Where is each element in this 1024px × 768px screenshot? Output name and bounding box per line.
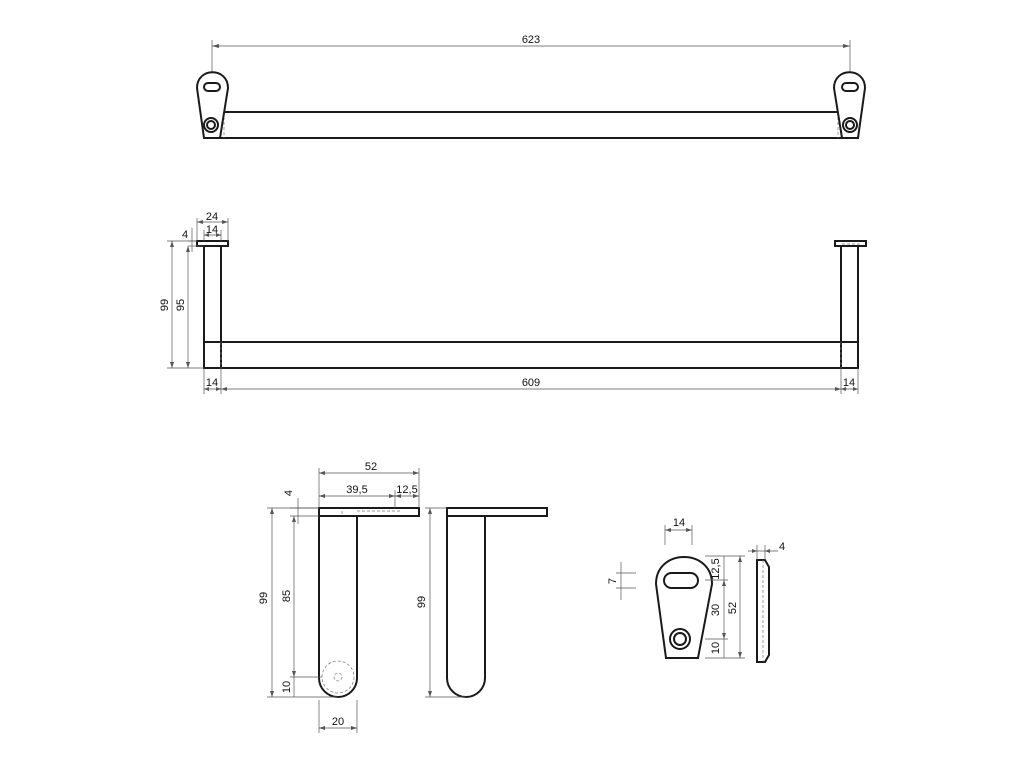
dim-label-99-side: 99 (258, 592, 270, 604)
dimension-plate-vertical-chain: 12,5 30 10 (705, 555, 745, 659)
wall-plate-detail: 14 7 12,5 30 10 52 (607, 517, 785, 663)
dimension-flange-width: 24 (196, 211, 229, 241)
dimension-arm-width: 20 (318, 700, 358, 733)
dimension-plate-width: 14 (664, 517, 693, 545)
dim-label-14-plate: 14 (673, 517, 685, 529)
slot-left (203, 82, 221, 92)
post-right (840, 245, 859, 369)
dim-label-95: 95 (175, 299, 187, 311)
dimension-depth-split: 39,5 12,5 (319, 484, 419, 508)
dim-label-609: 609 (522, 377, 540, 389)
dim-label-623: 623 (522, 34, 540, 46)
dim-label-52: 52 (365, 461, 377, 473)
dimension-overall-height: 99 (159, 240, 204, 369)
bracket-arm-back (446, 516, 486, 698)
slot-right (841, 82, 859, 92)
screw-hole-right (845, 120, 855, 130)
hidden-bore (321, 660, 355, 694)
dim-label-99: 99 (159, 299, 171, 311)
dimension-bottom-height: 10 (281, 677, 295, 697)
bracket-back-view: 99 (416, 507, 548, 698)
dim-label-20: 20 (332, 716, 344, 728)
mounting-slot (663, 572, 699, 589)
dim-label-4-plate: 4 (779, 541, 785, 553)
dim-label-14-left: 14 (206, 377, 218, 389)
mounting-hole (673, 632, 687, 646)
screw-hole-left (206, 120, 216, 130)
dimension-post-height: 95 (175, 246, 190, 368)
dim-label-85: 85 (281, 590, 293, 602)
dim-label-14-top: 14 (206, 224, 218, 236)
dimension-mid-height: 85 (281, 516, 322, 678)
dimension-slot-height: 7 (607, 562, 636, 600)
towel-bar-front (203, 341, 859, 369)
dim-label-30: 30 (710, 604, 722, 616)
dim-label-24: 24 (206, 211, 218, 223)
dim-label-10-side: 10 (281, 681, 293, 693)
dim-label-14-right: 14 (843, 377, 855, 389)
dimension-post-width: 14 (203, 224, 222, 241)
dim-label-12-5: 12,5 (396, 484, 417, 496)
bracket-side-view: 52 39,5 12,5 4 99 (258, 461, 420, 733)
dim-label-39-5: 39,5 (346, 484, 367, 496)
dim-label-10-plate: 10 (710, 642, 722, 654)
dimension-overall-length: 623 (211, 34, 851, 72)
bracket-flange (318, 507, 420, 517)
bracket-arm (318, 516, 358, 698)
dimension-depth: 52 (318, 461, 420, 508)
dimension-thickness: 4 (283, 490, 319, 524)
dim-label-4-side: 4 (283, 490, 295, 496)
dim-label-4: 4 (182, 229, 188, 241)
dim-label-52-plate: 52 (727, 602, 739, 614)
dimension-bottom-chain: 14 609 14 (203, 368, 859, 394)
dim-label-99-back: 99 (416, 596, 428, 608)
dimension-plate-height: 52 (727, 556, 742, 658)
dimension-back-height: 99 (416, 507, 466, 698)
dimension-bracket-height: 99 (258, 507, 338, 698)
towel-bar-top (211, 111, 851, 139)
top-view: 623 (195, 34, 867, 139)
post-left (203, 245, 222, 369)
bracket-flange-back (446, 507, 548, 517)
dim-label-12-5-plate: 12,5 (710, 558, 722, 579)
front-view: 24 14 4 99 (159, 211, 867, 394)
dim-label-7: 7 (607, 578, 619, 584)
dimension-plate-thickness: 4 (748, 541, 785, 560)
